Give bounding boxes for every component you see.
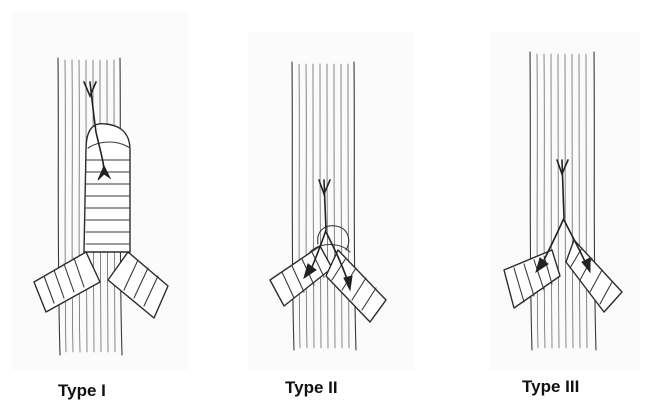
panel-2-background (248, 32, 414, 370)
caption-type-3: Type III (522, 377, 579, 397)
caption-type-2: Type II (285, 378, 338, 398)
graft-tube-1 (84, 124, 130, 252)
caption-type-1: Type I (58, 381, 106, 401)
